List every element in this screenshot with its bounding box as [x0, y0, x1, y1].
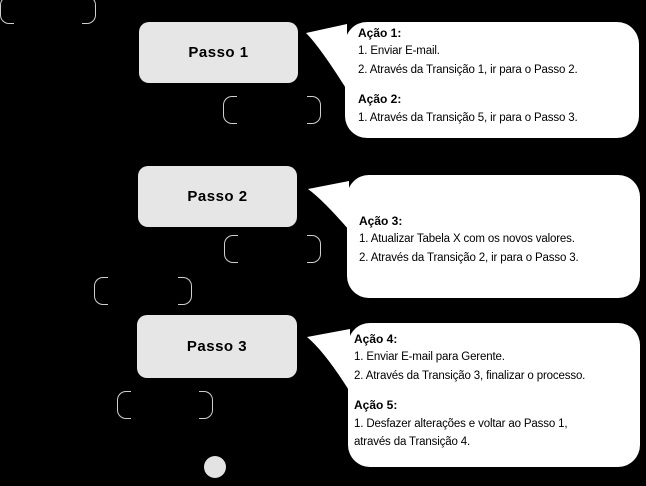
callout-section: Ação 5: 1. Desfazer alterações e voltar …: [354, 396, 636, 451]
transition-placeholder-4: [94, 277, 192, 305]
action-title: Ação 3:: [359, 214, 403, 228]
action-title: Ação 2:: [358, 92, 402, 107]
callout-section: Ação 3: 1. Atualizar Tabela X com os nov…: [359, 212, 634, 267]
action-line: 1. Atualizar Tabela X com os novos valor…: [359, 233, 575, 246]
callout-section: Ação 4: 1. Enviar E-mail para Gerente. 2…: [354, 330, 636, 385]
bracket-left: [117, 391, 131, 419]
transition-placeholder-5: [117, 391, 213, 419]
callout-tail-2: [308, 181, 349, 230]
step-box-passo-3: Passo 3: [137, 315, 297, 378]
step-label: Passo 2: [187, 188, 248, 205]
action-line: através da Transição 4.: [354, 436, 471, 449]
action-line: 1. Enviar E-mail para Gerente.: [354, 351, 505, 364]
bracket-left: [94, 277, 108, 305]
transition-placeholder-3: [224, 235, 321, 263]
action-title: Ação 1:: [358, 26, 402, 40]
action-line: 1. Enviar E-mail.: [358, 45, 440, 58]
bracket-left: [224, 235, 238, 263]
action-title: Ação 4:: [354, 332, 398, 346]
callout-tail-1: [306, 24, 347, 90]
bracket-right: [307, 96, 321, 124]
action-line: 1. Através da Transição 5, ir para o Pas…: [358, 111, 578, 124]
action-line: 2. Através da Transição 3, finalizar o p…: [354, 369, 586, 382]
step-box-passo-2: Passo 2: [138, 166, 297, 227]
action-line: 2. Através da Transição 2, ir para o Pas…: [359, 251, 579, 264]
end-node-circle: [204, 456, 226, 478]
action-line: 2. Através da Transição 1, ir para o Pas…: [358, 63, 578, 76]
step-label: Passo 1: [188, 44, 249, 61]
bracket-left: [0, 0, 14, 24]
callout-section: Ação 1: 1. Enviar E-mail. 2. Através da …: [358, 24, 633, 79]
bracket-left: [223, 96, 237, 124]
transition-placeholder-1: [0, 0, 96, 24]
step-box-passo-1: Passo 1: [139, 22, 298, 83]
step-label: Passo 3: [186, 338, 248, 355]
callout-acao-3: Ação 3: 1. Atualizar Tabela X com os nov…: [347, 175, 640, 298]
callout-section: Ação 2: 1. Através da Transição 5, ir pa…: [358, 90, 633, 127]
callout-tail-3: [307, 329, 350, 392]
callout-acoes-1-2: Ação 1: 1. Enviar E-mail. 2. Através da …: [345, 22, 639, 138]
callout-acoes-4-5: Ação 4: 1. Enviar E-mail para Gerente. 2…: [348, 323, 640, 467]
action-title: Ação 5:: [354, 398, 398, 413]
bracket-right: [199, 391, 213, 419]
bracket-right: [307, 235, 321, 263]
transition-placeholder-2: [223, 96, 321, 124]
bracket-right: [178, 277, 192, 305]
bracket-right: [82, 0, 96, 24]
action-line: 1. Desfazer alterações e voltar ao Passo…: [354, 417, 568, 430]
